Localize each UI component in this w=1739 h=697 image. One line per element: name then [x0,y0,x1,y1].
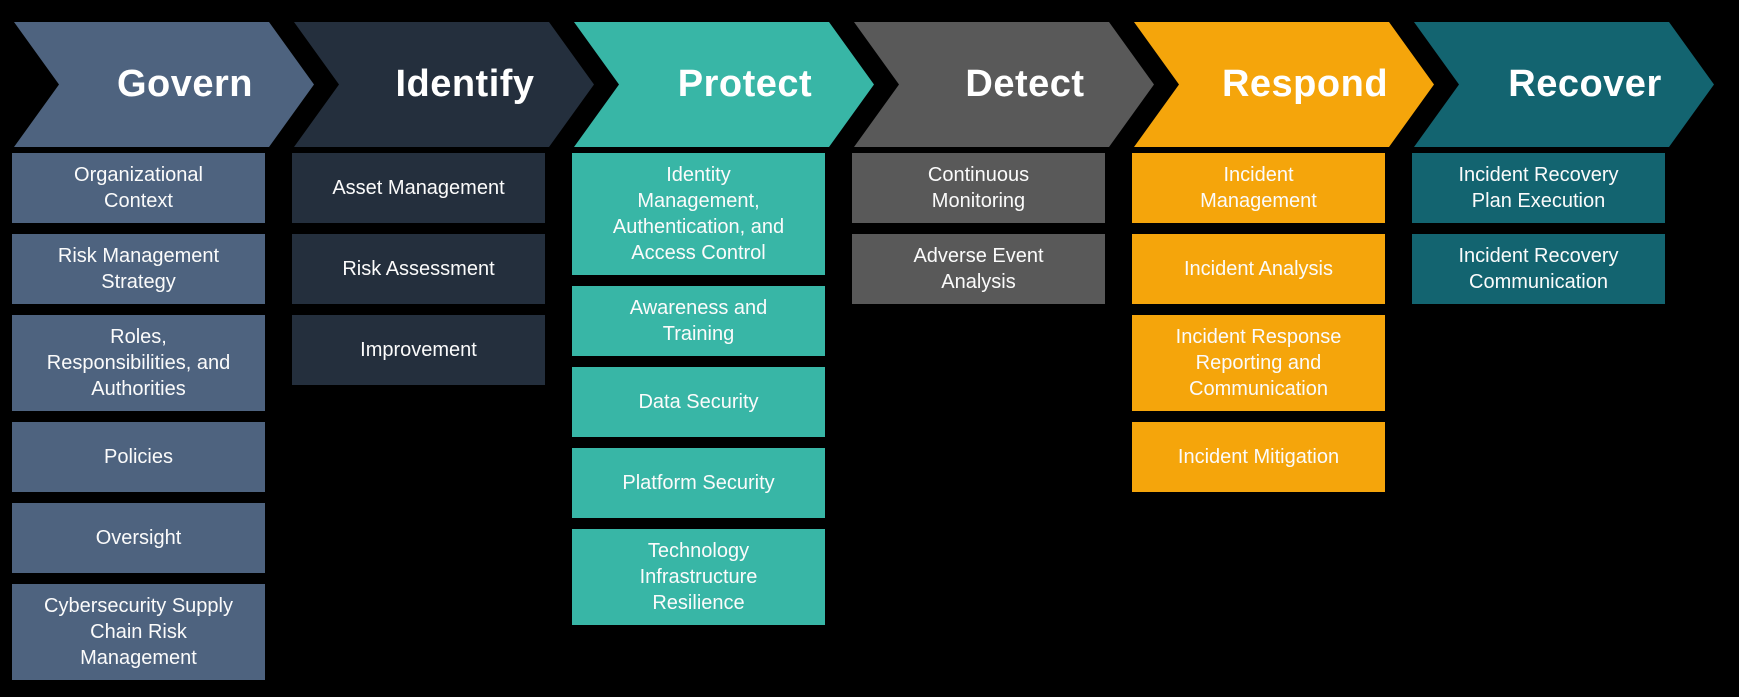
category-list-detect: Continuous Monitoring Adverse Event Anal… [852,153,1105,304]
function-title-govern: Govern [116,63,254,105]
category-box-incident-management: Incident Management [1132,153,1385,223]
category-list-protect: Identity Management, Authentication, and… [572,153,825,625]
function-title-respond: Respond [1221,63,1389,105]
category-box-identity-management-access-control: Identity Management, Authentication, and… [572,153,825,275]
category-box-incident-analysis: Incident Analysis [1132,234,1385,304]
category-box-oversight: Oversight [12,503,265,573]
chevron-protect: Protect [574,22,874,147]
category-box-awareness-training: Awareness and Training [572,286,825,356]
chevron-respond: Respond [1134,22,1434,147]
function-title-detect: Detect [965,63,1085,105]
category-box-adverse-event-analysis: Adverse Event Analysis [852,234,1105,304]
category-box-incident-recovery-communication: Incident Recovery Communication [1412,234,1665,304]
category-box-roles-responsibilities-authorities: Roles, Responsibilities, and Authorities [12,315,265,411]
category-box-cybersecurity-supply-chain: Cybersecurity Supply Chain Risk Manageme… [12,584,265,680]
category-box-risk-assessment: Risk Assessment [292,234,545,304]
category-box-risk-management-strategy: Risk Management Strategy [12,234,265,304]
category-box-asset-management: Asset Management [292,153,545,223]
function-title-protect: Protect [677,63,813,105]
function-title-identify: Identify [395,63,535,105]
function-title-recover: Recover [1508,63,1662,105]
category-box-data-security: Data Security [572,367,825,437]
category-box-incident-response-reporting-communication: Incident Response Reporting and Communic… [1132,315,1385,411]
category-box-policies: Policies [12,422,265,492]
category-list-recover: Incident Recovery Plan Execution Inciden… [1412,153,1665,304]
category-box-organizational-context: Organizational Context [12,153,265,223]
category-list-identify: Asset Management Risk Assessment Improve… [292,153,545,385]
category-box-platform-security: Platform Security [572,448,825,518]
category-box-technology-infrastructure-resilience: Technology Infrastructure Resilience [572,529,825,625]
category-box-improvement: Improvement [292,315,545,385]
chevron-recover: Recover [1414,22,1714,147]
category-list-govern: Organizational Context Risk Management S… [12,153,265,680]
chevron-identify: Identify [294,22,594,147]
category-list-respond: Incident Management Incident Analysis In… [1132,153,1385,492]
chevron-detect: Detect [854,22,1154,147]
category-box-continuous-monitoring: Continuous Monitoring [852,153,1105,223]
chevron-govern: Govern [14,22,314,147]
category-box-incident-mitigation: Incident Mitigation [1132,422,1385,492]
category-box-incident-recovery-plan-execution: Incident Recovery Plan Execution [1412,153,1665,223]
